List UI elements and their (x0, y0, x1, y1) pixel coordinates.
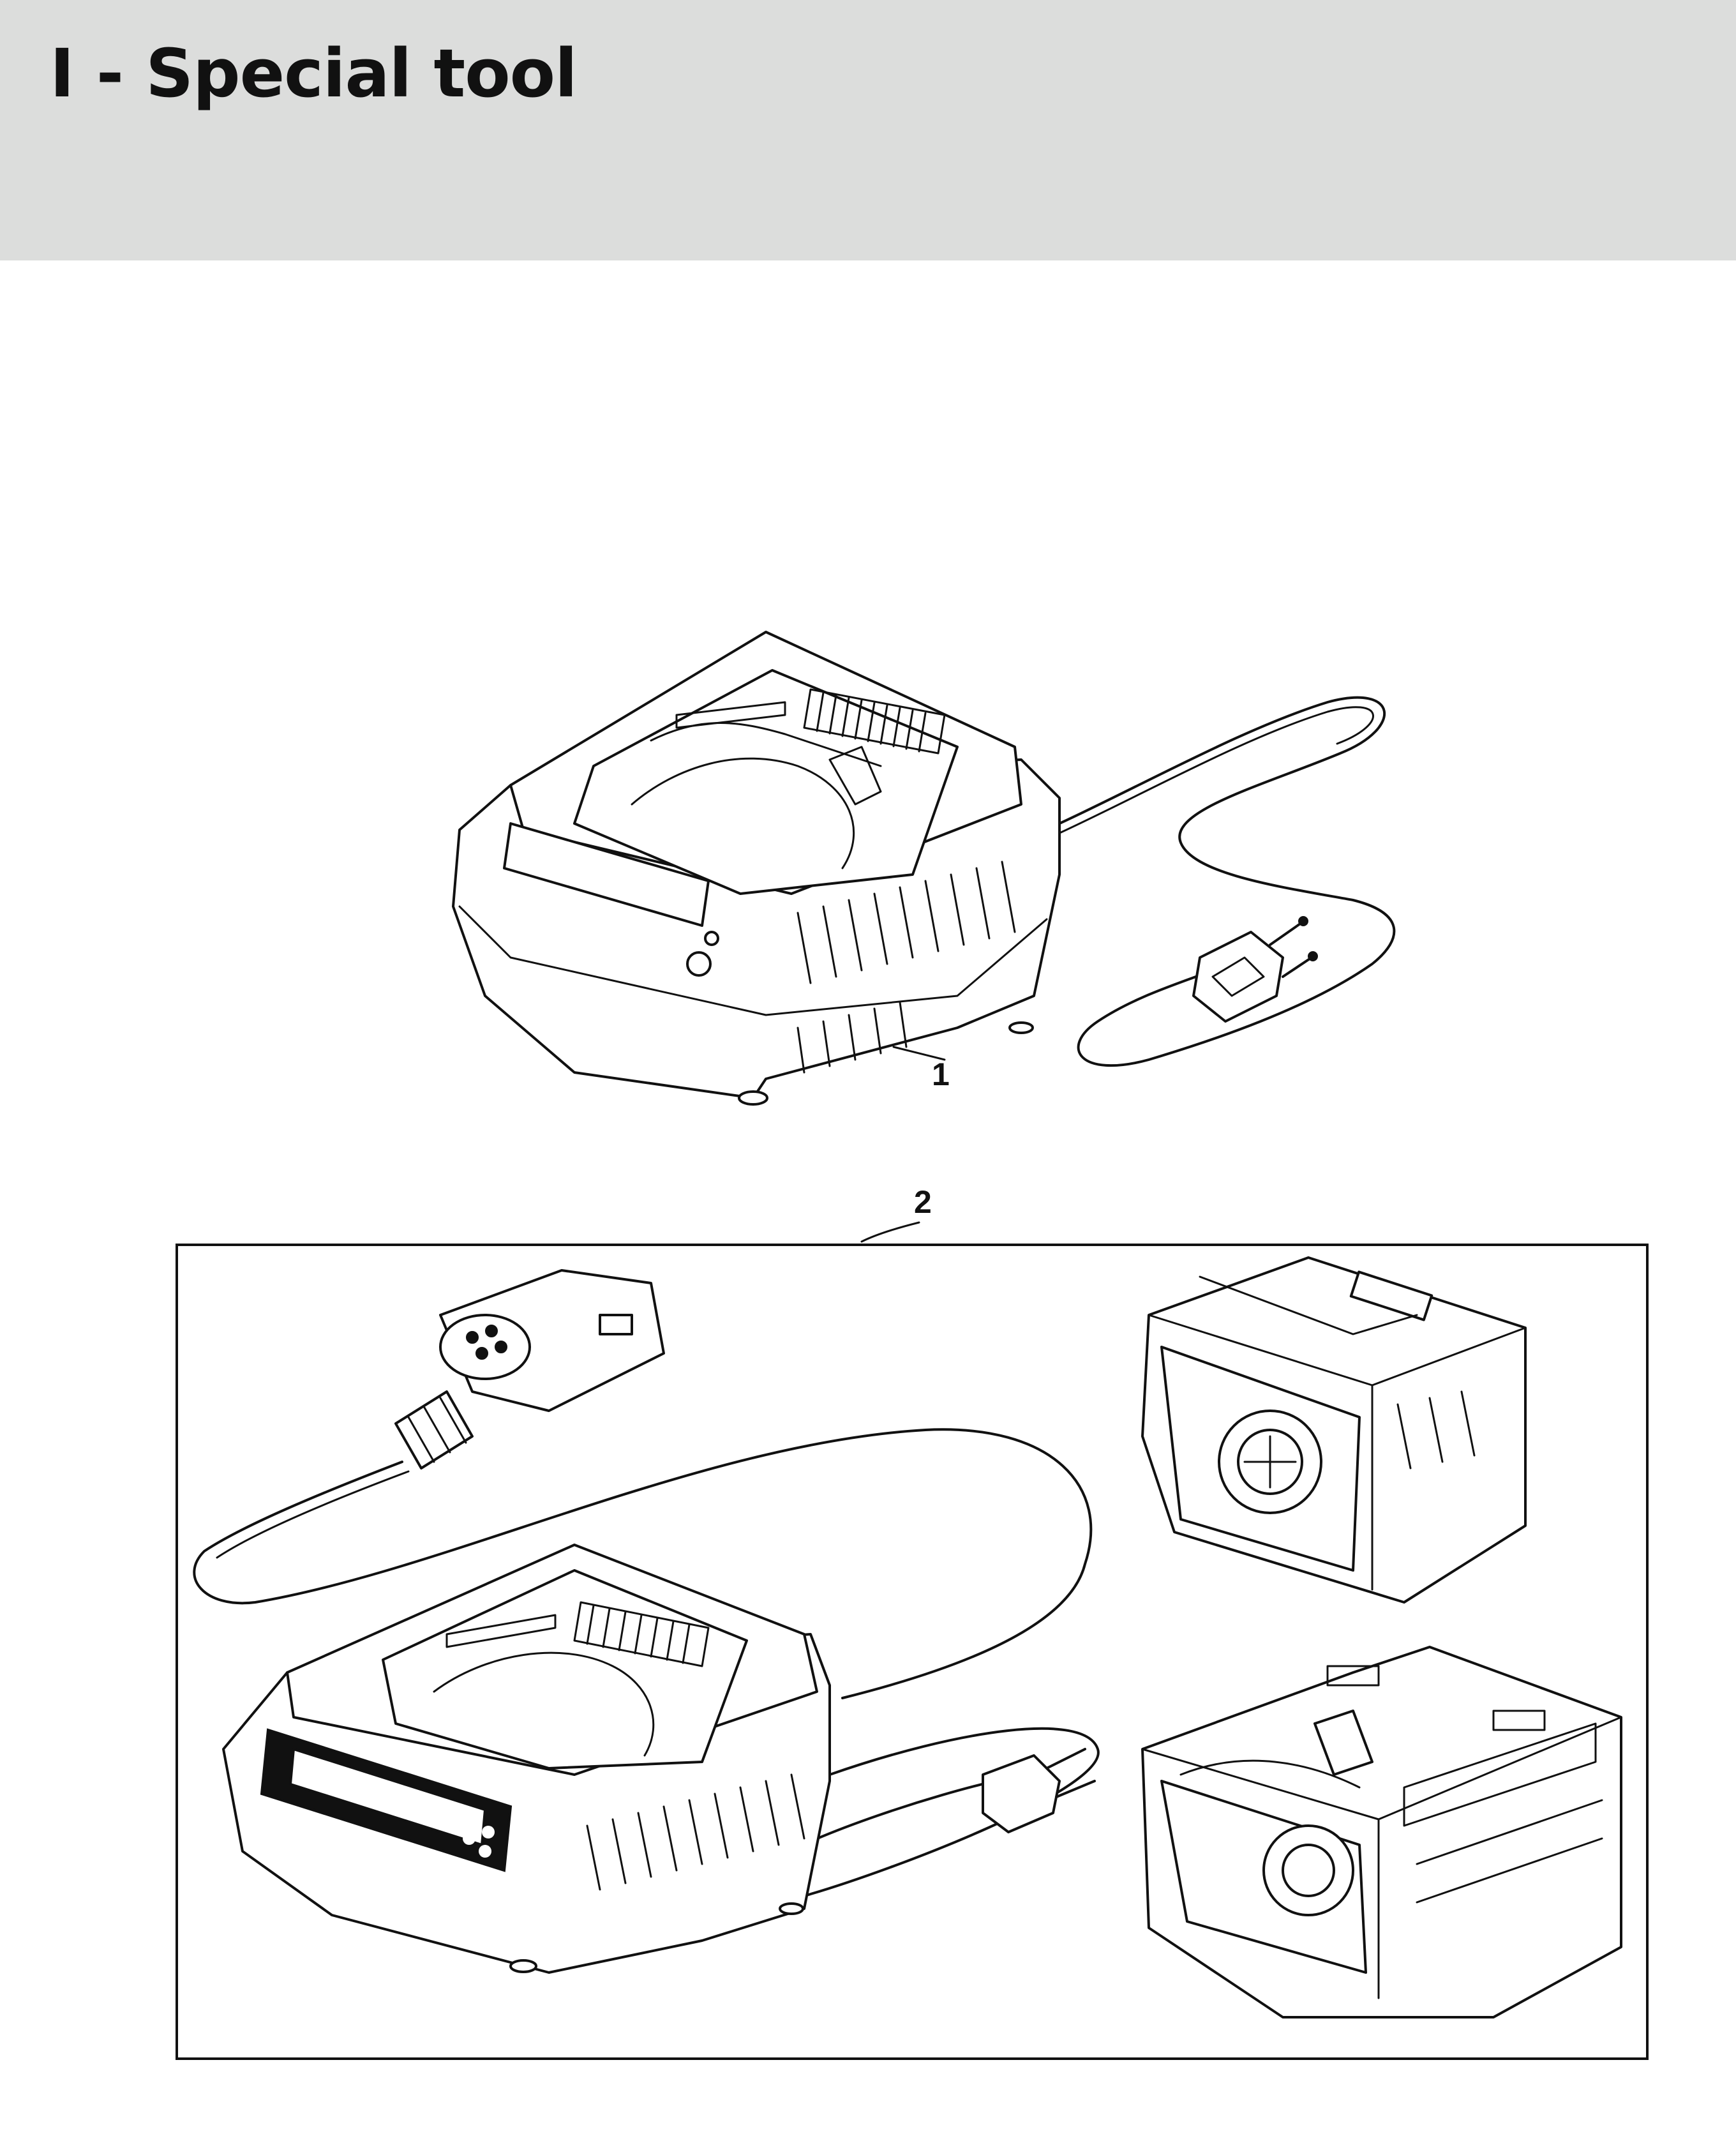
callout-2: 2 (914, 1184, 932, 1220)
charger-item-1 (452, 631, 1396, 1106)
kit-item-2 (193, 1256, 1622, 2018)
connector-plug (394, 1269, 665, 1470)
battery-pack-top (1141, 1256, 1527, 1604)
vent-slots-rear (803, 688, 946, 755)
button-icon (686, 951, 712, 977)
led-icon (704, 931, 719, 946)
kit-frame (176, 1244, 1649, 2060)
vent-fins-side (797, 861, 1016, 1074)
page-title: I - Special tool (50, 34, 578, 112)
callout-1: 1 (932, 1056, 950, 1092)
header-band: I - Special tool (0, 0, 1736, 260)
battery-pack-bottom (1141, 1646, 1622, 2018)
